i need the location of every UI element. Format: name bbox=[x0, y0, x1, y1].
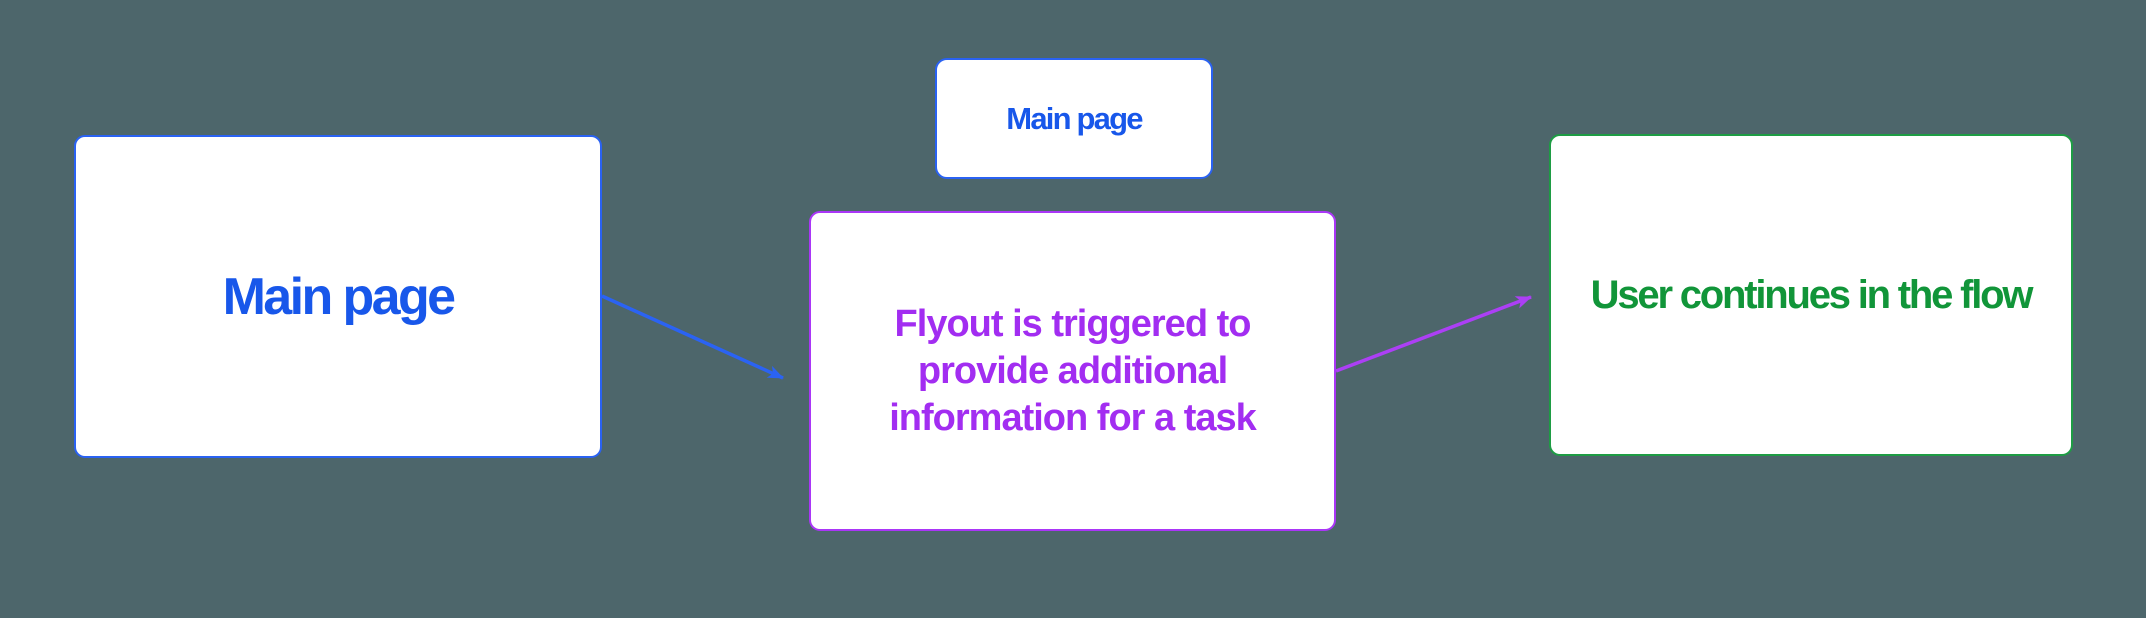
main-page-mini-node: Main page bbox=[935, 58, 1213, 179]
main-page-node: Main page bbox=[74, 135, 602, 458]
arrow-flyout-to-outcome bbox=[1335, 295, 1532, 373]
main-page-node-label: Main page bbox=[222, 267, 456, 326]
flyout-node: Flyout is triggered to provide additiona… bbox=[809, 211, 1336, 531]
outcome-node-label: User continues in the flow bbox=[1590, 272, 2034, 317]
arrow-main-to-flyout bbox=[601, 294, 784, 380]
main-page-mini-node-label: Main page bbox=[1006, 100, 1143, 136]
flyout-node-label: Flyout is triggered to provide additiona… bbox=[889, 302, 1256, 439]
outcome-node: User continues in the flow bbox=[1549, 134, 2073, 456]
